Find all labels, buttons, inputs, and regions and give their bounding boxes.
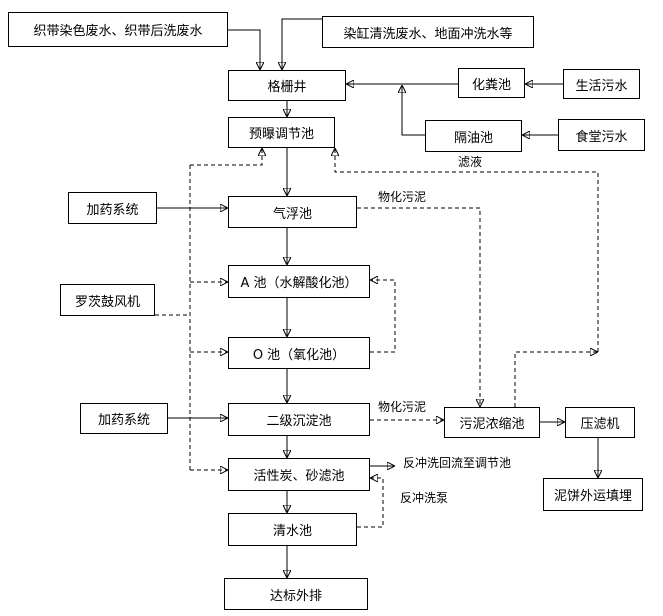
node-clear-water-tank: 清水池 bbox=[228, 513, 357, 546]
node-sludge-thickener: 污泥浓缩池 bbox=[444, 407, 540, 438]
arrow-filtrate-return bbox=[335, 148, 599, 352]
node-domestic-sewage: 生活污水 bbox=[563, 69, 640, 99]
label-sludge-from-clarifier: 物化污泥 bbox=[378, 400, 427, 414]
node-air-flotation-tank: 气浮池 bbox=[228, 196, 357, 228]
node-discharge: 达标外排 bbox=[224, 578, 368, 610]
arrow-cleaning-to-grille bbox=[282, 18, 322, 70]
arrow-backwash-pump bbox=[357, 478, 384, 528]
label-sludge-from-flotation: 物化污泥 bbox=[378, 190, 427, 204]
label-backwash-return: 反冲洗回流至调节池 bbox=[403, 456, 512, 470]
node-dosing-system-2: 加药系统 bbox=[80, 403, 168, 434]
arrow-blower-to-pre-aeration bbox=[190, 148, 262, 166]
node-septic-tank: 化粪池 bbox=[458, 68, 525, 98]
node-canteen-sewage: 食堂污水 bbox=[558, 119, 645, 151]
node-dyeing-wastewater: 织带染色废水、织带后洗废水 bbox=[8, 12, 228, 47]
node-a-tank: A 池（水解酸化池） bbox=[228, 265, 370, 298]
label-backwash-pump: 反冲洗泵 bbox=[400, 491, 449, 505]
node-grease-trap: 隔油池 bbox=[425, 120, 522, 152]
node-pre-aeration-tank: 预曝调节池 bbox=[228, 117, 335, 148]
arrow-flotation-sludge-to-thickener bbox=[357, 207, 480, 407]
arrow-o-to-a-recycle bbox=[370, 280, 396, 353]
node-sludge-cake-disposal: 泥饼外运填埋 bbox=[543, 478, 643, 511]
node-carbon-sand-filter: 活性炭、砂滤池 bbox=[228, 458, 370, 491]
node-grille-well: 格栅井 bbox=[228, 70, 346, 101]
label-filtrate: 滤液 bbox=[458, 155, 483, 169]
node-secondary-clarifier: 二级沉淀池 bbox=[228, 403, 370, 436]
arrow-grease-trap-to-main bbox=[402, 85, 425, 136]
node-o-tank: O 池（氧化池） bbox=[228, 337, 370, 369]
node-roots-blower: 罗茨鼓风机 bbox=[60, 284, 155, 316]
arrow-filtrate-out bbox=[514, 352, 598, 407]
node-filter-press: 压滤机 bbox=[565, 407, 635, 438]
node-dosing-system-1: 加药系统 bbox=[68, 192, 157, 224]
arrow-dyeing-to-grille bbox=[228, 29, 260, 70]
node-cleaning-wastewater: 染缸清洗废水、地面冲洗水等 bbox=[322, 16, 534, 48]
